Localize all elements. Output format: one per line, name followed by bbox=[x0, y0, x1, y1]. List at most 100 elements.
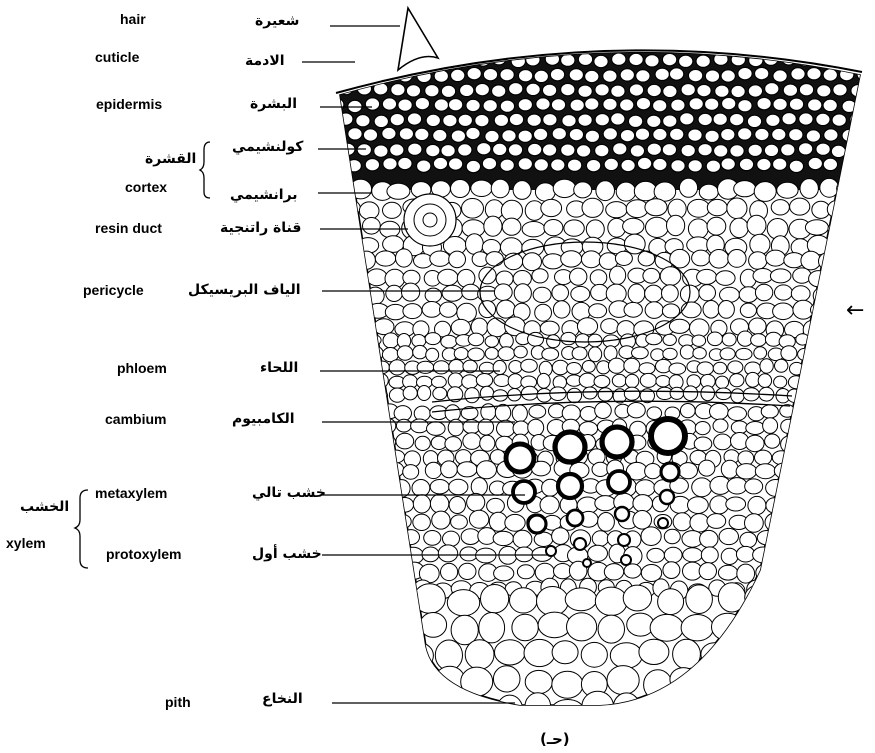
collenchyma-cell bbox=[374, 83, 388, 95]
xylem-parenchyma-cell bbox=[845, 436, 860, 451]
xylem-parenchyma-cell bbox=[818, 450, 836, 463]
collenchyma-cell bbox=[621, 159, 635, 171]
collenchyma-cell bbox=[681, 84, 695, 96]
collenchyma-cell bbox=[824, 129, 838, 141]
collenchyma-cell bbox=[671, 160, 685, 172]
parenchyma-cell bbox=[577, 318, 597, 335]
label-metaxylem-en: metaxylem bbox=[95, 486, 167, 500]
collenchyma-cell bbox=[551, 99, 565, 111]
parenchyma-cell bbox=[669, 319, 689, 333]
xylem-vessel bbox=[651, 419, 685, 453]
xylem-parenchyma-cell bbox=[463, 433, 481, 450]
label-epidermis-ar: البشرة bbox=[250, 97, 297, 111]
collenchyma-cell bbox=[706, 160, 720, 172]
collenchyma-cell bbox=[528, 143, 542, 155]
pith-cell bbox=[461, 667, 493, 696]
phloem-cell bbox=[774, 376, 787, 388]
phloem-cell bbox=[663, 334, 676, 345]
collenchyma-cell bbox=[823, 158, 837, 170]
xylem-parenchyma-cell bbox=[748, 496, 766, 514]
phloem-cell bbox=[722, 333, 736, 346]
phloem-cell bbox=[656, 376, 670, 387]
parenchyma-cell bbox=[654, 182, 676, 201]
xylem-parenchyma-cell bbox=[829, 460, 847, 476]
collenchyma-cell bbox=[509, 83, 523, 95]
phloem-cell bbox=[552, 360, 568, 375]
pith-cell bbox=[435, 666, 464, 692]
parenchyma-cell bbox=[403, 304, 422, 319]
xylem-parenchyma-cell bbox=[627, 403, 645, 418]
phloem-cell bbox=[663, 348, 677, 359]
collenchyma-cell bbox=[791, 68, 805, 80]
pith-cell bbox=[465, 640, 494, 670]
phloem-cell bbox=[775, 359, 788, 372]
xylem-parenchyma-cell bbox=[449, 497, 465, 514]
parenchyma-cell bbox=[615, 251, 632, 265]
xylem-parenchyma-cell bbox=[333, 545, 350, 563]
xylem-parenchyma-cell bbox=[396, 419, 411, 432]
phloem-cell bbox=[669, 363, 686, 374]
phloem-cell bbox=[465, 388, 479, 403]
xylem-parenchyma-cell bbox=[812, 420, 831, 434]
xylem-parenchyma-cell bbox=[699, 563, 716, 580]
parenchyma-cell bbox=[606, 202, 627, 218]
collenchyma-cell bbox=[799, 113, 813, 125]
parenchyma-cell bbox=[491, 179, 509, 198]
phloem-cell bbox=[716, 376, 729, 388]
collenchyma-cell bbox=[603, 98, 617, 110]
label-xylem-en: xylem bbox=[6, 536, 46, 550]
xylem-parenchyma-cell bbox=[821, 511, 842, 529]
xylem-vessel bbox=[528, 515, 546, 533]
phloem-cell bbox=[624, 358, 640, 373]
collenchyma-cell bbox=[518, 99, 532, 111]
parenchyma-cell bbox=[770, 269, 791, 283]
xylem-parenchyma-cell bbox=[688, 497, 709, 514]
phloem-cell bbox=[583, 387, 597, 399]
parenchyma-cell bbox=[581, 251, 601, 268]
xylem-parenchyma-cell bbox=[441, 461, 458, 478]
collenchyma-cell bbox=[611, 113, 625, 125]
xylem-parenchyma-cell bbox=[765, 513, 784, 531]
parenchyma-cell bbox=[339, 321, 358, 338]
collenchyma-cell bbox=[365, 159, 379, 171]
xylem-parenchyma-cell bbox=[323, 450, 340, 466]
xylem-vessel bbox=[615, 507, 629, 521]
parenchyma-cell bbox=[628, 284, 645, 303]
collenchyma-cell bbox=[595, 84, 609, 96]
xylem-parenchyma-cell bbox=[403, 530, 420, 545]
collenchyma-cell bbox=[585, 130, 599, 142]
xylem-parenchyma-cell bbox=[796, 404, 813, 420]
xylem-parenchyma-cell bbox=[803, 495, 822, 510]
collenchyma-cell bbox=[603, 128, 617, 140]
collenchyma-cell bbox=[798, 143, 812, 155]
xylem-parenchyma-cell bbox=[829, 405, 845, 419]
collenchyma-cell bbox=[493, 143, 507, 155]
label-pith-ar: النخاع bbox=[262, 692, 303, 706]
collenchyma-cell bbox=[594, 55, 608, 67]
phloem-cell bbox=[413, 345, 427, 358]
collenchyma-cell bbox=[842, 160, 856, 172]
parenchyma-cell bbox=[823, 318, 840, 336]
pith-cell bbox=[718, 583, 745, 612]
collenchyma-cell bbox=[466, 127, 480, 139]
pith-cell bbox=[833, 586, 865, 609]
xylem-parenchyma-cell bbox=[857, 512, 875, 531]
xylem-parenchyma-cell bbox=[604, 564, 623, 580]
collenchyma-cell bbox=[629, 53, 643, 65]
xylem-parenchyma-cell bbox=[791, 566, 811, 581]
phloem-cell bbox=[840, 348, 856, 361]
xylem-parenchyma-cell bbox=[505, 514, 525, 531]
xylem-parenchyma-cell bbox=[361, 436, 379, 452]
phloem-cell bbox=[683, 386, 697, 401]
xylem-parenchyma-cell bbox=[624, 564, 641, 578]
xylem-parenchyma-cell bbox=[820, 497, 838, 512]
parenchyma-cell bbox=[858, 181, 875, 198]
phloem-cell bbox=[639, 363, 655, 374]
pith-cell bbox=[565, 588, 597, 611]
collenchyma-cell bbox=[536, 98, 550, 110]
xylem-parenchyma-cell bbox=[692, 478, 712, 497]
phloem-cell bbox=[329, 360, 343, 375]
parenchyma-cell bbox=[755, 284, 772, 301]
parenchyma-cell bbox=[596, 181, 615, 201]
collenchyma-cell bbox=[773, 98, 787, 110]
